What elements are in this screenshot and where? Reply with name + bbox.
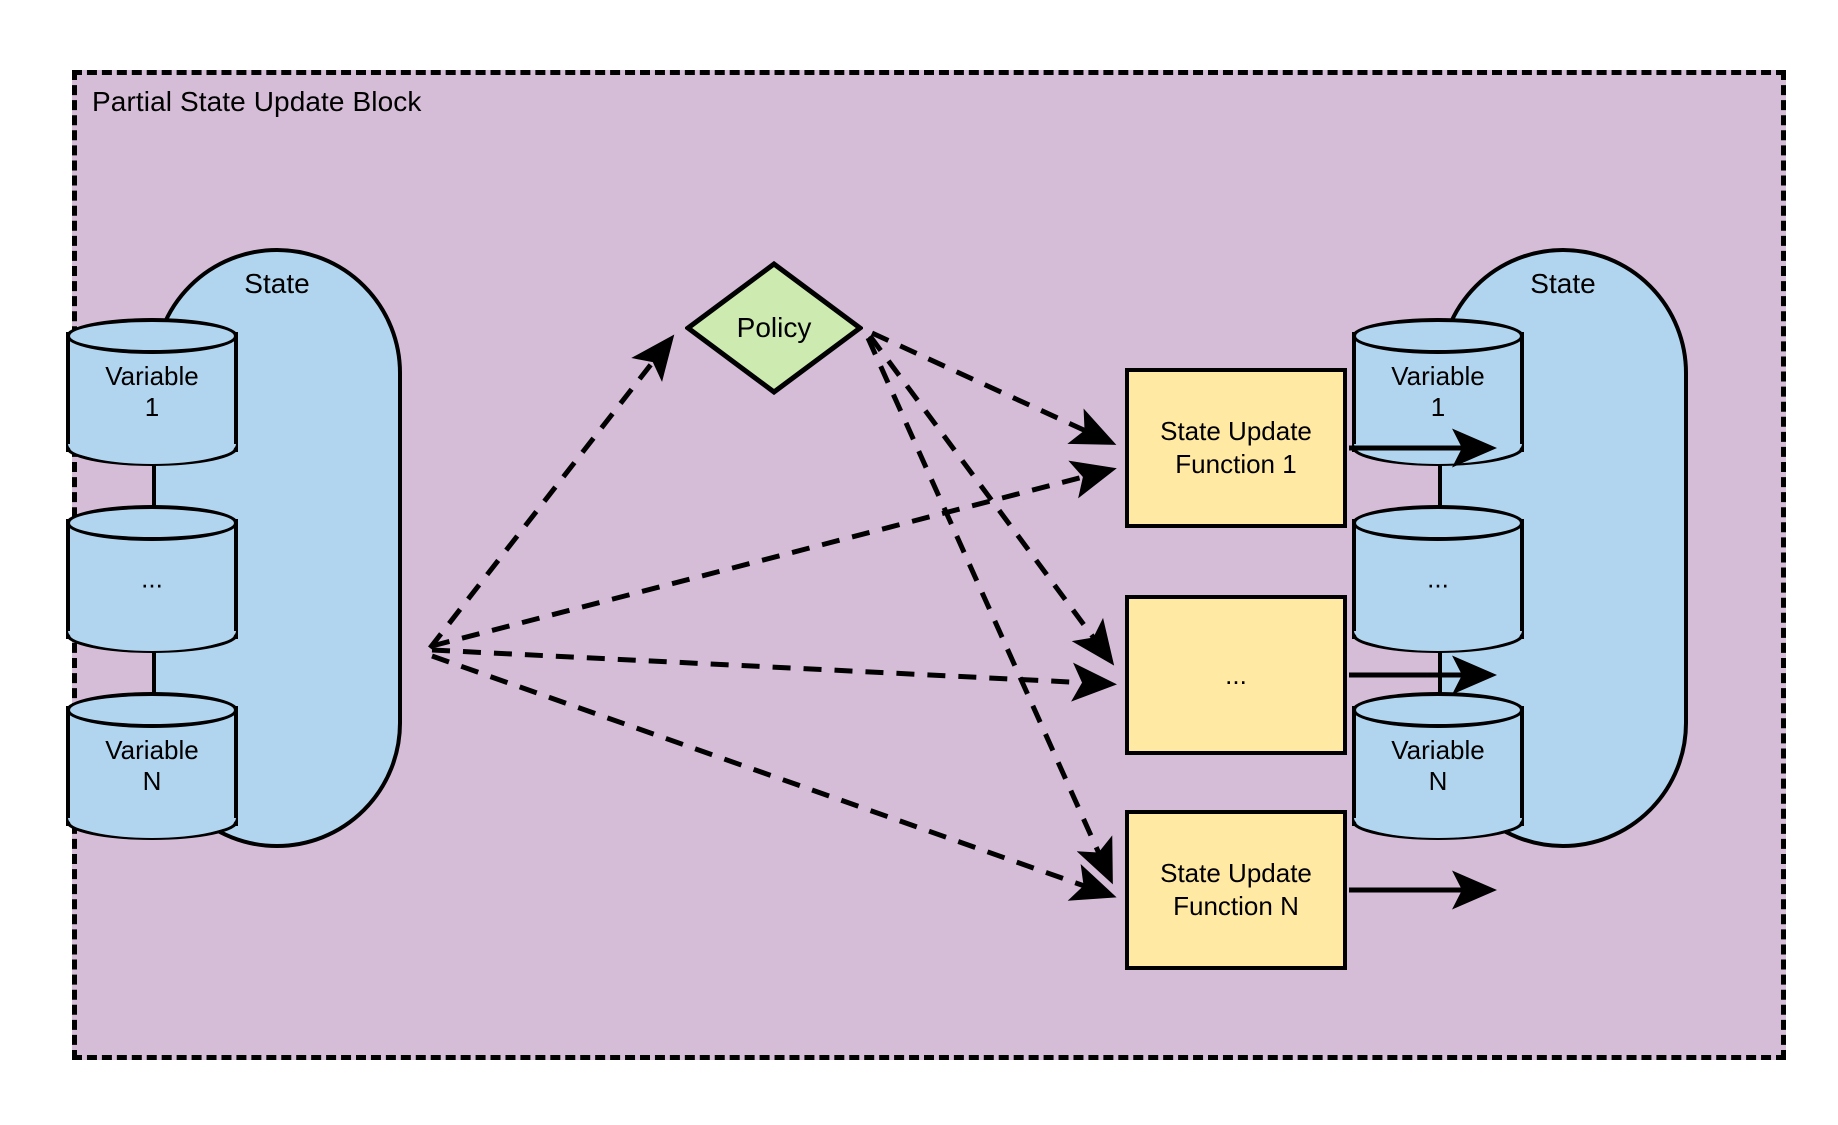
state-update-function-ellipsis[interactable]: ... (1125, 595, 1347, 755)
diamond-shape (685, 261, 863, 395)
right-state-label: State (1530, 268, 1596, 299)
state-update-function-n-label: State Update Function N (1160, 858, 1312, 921)
cylinder-bottom-fill (1354, 631, 1522, 651)
block-title: Partial State Update Block (92, 86, 422, 117)
policy-node[interactable]: Policy (685, 261, 863, 395)
state-update-function-n[interactable]: State Update Function N (1125, 810, 1347, 970)
left-variable-1-cylinder: Variable 1 (27, 318, 277, 466)
state-update-function-1-label: State Update Function 1 (1160, 416, 1312, 479)
right-variable-1-cylinder: Variable 1 (1313, 318, 1563, 466)
right-variable-ellipsis-cylinder: ... (1313, 505, 1563, 653)
cylinder-top (1352, 692, 1524, 728)
cylinder-bottom-fill (68, 818, 236, 838)
right-variable-n-cylinder: Variable N (1313, 692, 1563, 840)
cylinder-bottom-fill (68, 444, 236, 464)
cylinder-bottom-fill (68, 631, 236, 651)
state-update-function-ellipsis-label: ... (1225, 659, 1247, 690)
cylinder-top (1352, 505, 1524, 541)
left-variable-n-cylinder: Variable N (27, 692, 277, 840)
cylinder-top (66, 318, 238, 354)
policy-label: Policy (736, 312, 812, 343)
cylinder-top (1352, 318, 1524, 354)
cylinder-top (66, 505, 238, 541)
cylinder-bottom-fill (1354, 818, 1522, 838)
left-state-label: State (244, 268, 310, 299)
left-variable-ellipsis-cylinder: ... (27, 505, 277, 653)
state-update-function-1[interactable]: State Update Function 1 (1125, 368, 1347, 528)
cylinder-top (66, 692, 238, 728)
